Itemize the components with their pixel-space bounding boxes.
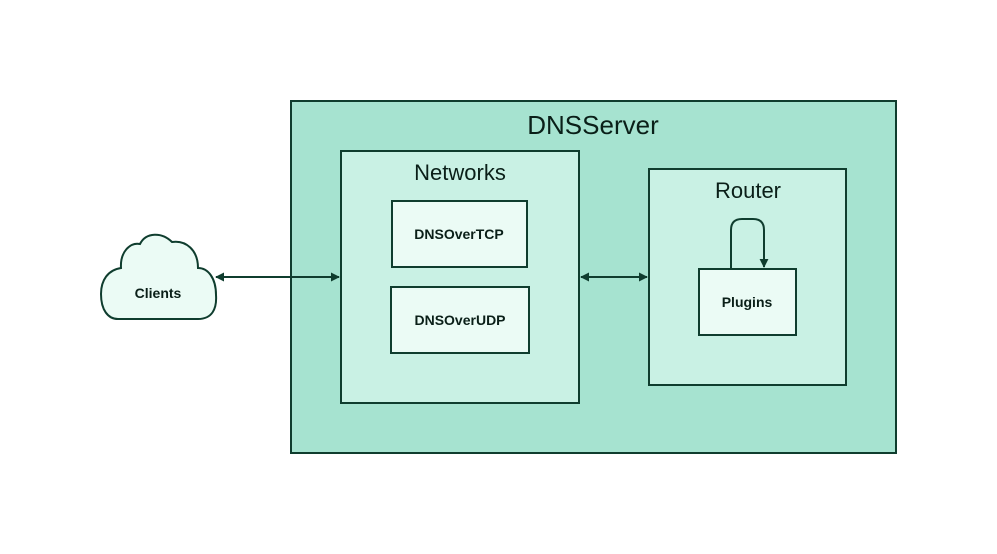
dns-over-tcp-label: DNSOverTCP [414, 226, 503, 242]
plugins-loop-arrow [730, 218, 769, 268]
dns-over-udp-label: DNSOverUDP [414, 312, 505, 328]
plugins-box [698, 268, 797, 336]
dns-over-udp-box [390, 286, 530, 354]
networks-label: Networks [414, 160, 506, 185]
dnsserver-label: DNSServer [527, 110, 659, 140]
dns-over-tcp-box [391, 200, 528, 268]
clients-label: Clients [135, 285, 182, 301]
router-label: Router [715, 178, 781, 203]
clients-cloud-shape [99, 233, 218, 320]
plugins-label: Plugins [722, 294, 773, 310]
networks-box [340, 150, 580, 404]
